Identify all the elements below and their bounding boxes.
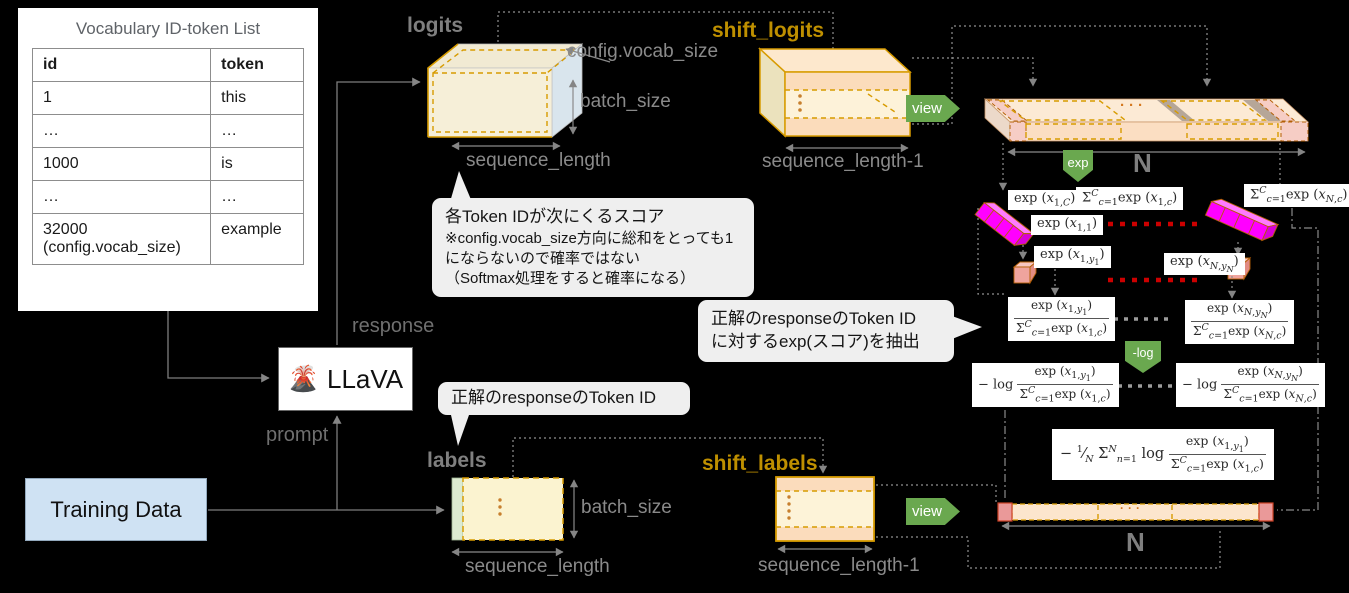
logits-dim-batch: batch_size <box>580 91 671 112</box>
cell-id: 1000 <box>31 147 212 181</box>
frac-numerator: exp (x1,y1) <box>1034 364 1096 384</box>
response-label: response <box>352 315 435 337</box>
callout-score-line: （Softmax処理をすると確率になる） <box>445 269 696 287</box>
logits-title: logits <box>407 14 463 37</box>
frac-numerator: exp (x1,y1) <box>1030 298 1093 318</box>
formula-exp-1C: exp (x1,C) <box>1008 190 1082 211</box>
training-data-node: Training Data <box>25 478 207 541</box>
labels-dim-batch: batch_size <box>581 497 672 518</box>
cell-id: 32000 (config.vocab_size) <box>31 213 212 265</box>
cell-token: this <box>210 81 304 115</box>
top-bar-n-label: N <box>1133 148 1152 178</box>
frac-denominator: ΣCc=1exp (x1,c) <box>1017 384 1113 405</box>
minus-log-prefix: − log <box>978 377 1014 393</box>
view-badge-label: view <box>911 503 942 520</box>
mean-loss-prefix: − 1⁄N ΣNn=1 log <box>1060 444 1165 466</box>
vocabulary-table: id token 1 this … … 1000 is … … 32000 (c… <box>31 48 304 265</box>
table-header-row: id token <box>31 48 304 82</box>
llava-label: LLaVA <box>327 363 404 394</box>
bottom-bar-ellipsis: ··· <box>1120 501 1144 515</box>
formula-neg-log-1: − log exp (x1,y1)ΣCc=1exp (x1,c) <box>972 363 1119 407</box>
volcano-icon: 🌋 <box>287 364 319 393</box>
cell-id: 1 <box>31 81 212 115</box>
column-header-token: token <box>210 48 304 82</box>
bottom-bar-n-label: N <box>1126 527 1145 557</box>
formula-exp-1y1: exp (x1,y1) <box>1034 246 1111 269</box>
view-badge-bottom: view <box>906 498 960 525</box>
formula-mean-loss: − 1⁄N ΣNn=1 log exp (x1,y1)ΣCc=1exp (x1,… <box>1052 429 1274 480</box>
frac-denominator: ΣCc=1exp (xN,c) <box>1191 321 1289 342</box>
vocabulary-card: Vocabulary ID-token List id token 1 this… <box>18 8 318 311</box>
callout-extract-line: 正解のresponseのToken ID <box>711 309 917 328</box>
table-row: … … <box>31 180 304 214</box>
callout-score-note: 各Token IDが次にくるスコア ※config.vocab_size方向に総… <box>432 198 754 298</box>
formula-neg-log-N: − log exp (xN,yN)ΣCc=1exp (xN,c) <box>1176 363 1325 407</box>
top-bar-ellipsis: ··· <box>1120 97 1147 114</box>
callout-score-line: にならないので確率ではない <box>445 249 641 267</box>
frac-numerator: exp (xN,yN) <box>1237 364 1303 384</box>
shift-labels-matrix <box>775 476 875 554</box>
labels-matrix <box>451 477 579 557</box>
prompt-label: prompt <box>266 424 329 446</box>
neg-log-badge-label: -log <box>1132 346 1154 360</box>
shift-logits-cube <box>758 47 912 153</box>
shift-logits-dim-seq: sequence_length-1 <box>762 151 924 172</box>
table-row: 1000 is <box>31 147 304 181</box>
formula-sum-Nc: ΣCc=1exp (xN,c) <box>1244 184 1349 207</box>
cell-token: … <box>210 180 304 214</box>
exp-badge-label: exp <box>1067 154 1089 170</box>
cell-token: is <box>210 147 304 181</box>
labels-dim-seq: sequence_length <box>465 556 610 577</box>
exp-badge: exp <box>1063 150 1093 182</box>
formula-exp-NyN: exp (xN,yN) <box>1164 253 1245 276</box>
callout-answer-note: 正解のresponseのToken ID <box>438 382 690 415</box>
callout-extract-line: に対するexp(スコア)を抽出 <box>711 331 920 351</box>
callout-score-line: ※config.vocab_size方向に総和をとっても1 <box>445 229 734 247</box>
formula-sum-1c: ΣCc=1exp (x1,c) <box>1076 187 1184 210</box>
view-badge-top: view <box>906 95 960 122</box>
labels-row-bar <box>876 484 1274 569</box>
formula-exp-11: exp (x1,1) <box>1031 215 1104 236</box>
formula-softmax-frac-1: exp (x1,y1)ΣCc=1exp (x1,c) <box>1008 297 1116 341</box>
cell-token: … <box>210 114 304 148</box>
minus-log-prefix: − log <box>1182 377 1218 393</box>
training-data-label: Training Data <box>50 496 182 522</box>
table-row: 32000 (config.vocab_size) example <box>31 213 304 265</box>
table-row: … … <box>31 114 304 148</box>
llava-node: 🌋 LLaVA <box>278 347 413 411</box>
frac-denominator: ΣCc=1exp (x1,c) <box>1168 454 1266 476</box>
logits-dim-vocab: config.vocab_size <box>567 41 719 62</box>
cell-id: … <box>31 180 212 214</box>
extracted-score-cube-left <box>1012 261 1038 285</box>
neg-log-badge: -log <box>1125 341 1161 373</box>
column-header-id: id <box>31 48 212 82</box>
labels-title: labels <box>427 449 487 472</box>
frac-denominator: ΣCc=1exp (xN,c) <box>1221 384 1319 405</box>
logits-dim-seq: sequence_length <box>466 150 611 171</box>
shift-logits-title: shift_logits <box>712 19 825 42</box>
frac-numerator: exp (x1,y1) <box>1185 433 1249 454</box>
shift-labels-dim-seq: sequence_length-1 <box>758 555 920 576</box>
frac-numerator: exp (xN,yN) <box>1207 301 1273 321</box>
callout-score-line: 各Token IDが次にくるスコア <box>445 207 665 226</box>
formula-softmax-frac-N: exp (xN,yN)ΣCc=1exp (xN,c) <box>1185 300 1295 344</box>
view-badge-label: view <box>911 100 942 117</box>
frac-denominator: ΣCc=1exp (x1,c) <box>1014 318 1110 339</box>
callout-answer-line: 正解のresponseのToken ID <box>451 388 657 407</box>
callout-extract-note: 正解のresponseのToken ID に対するexp(スコア)を抽出 <box>698 300 954 362</box>
vocabulary-card-title: Vocabulary ID-token List <box>75 19 261 38</box>
table-row: 1 this <box>31 81 304 115</box>
cell-id: … <box>31 114 212 148</box>
cell-token: example <box>210 213 304 265</box>
shift-labels-title: shift_labels <box>702 452 818 475</box>
